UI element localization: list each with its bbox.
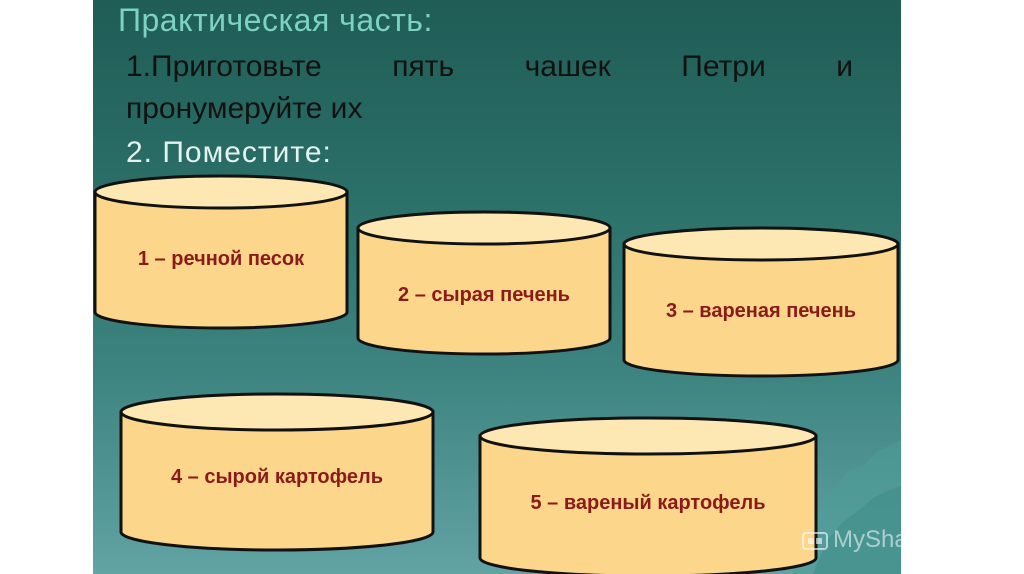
dish-label: 5 – вареный картофель <box>530 492 766 514</box>
petri-dish-shape <box>478 416 818 574</box>
step-2-text: 2. Поместите: <box>126 136 332 169</box>
petri-dish-shape <box>93 174 349 330</box>
watermark: MyShared <box>801 526 901 554</box>
petri-dish-4: 4 – сырой картофель <box>119 392 435 552</box>
slide: Практическая часть: 1.Приготовьте пять ч… <box>93 0 901 574</box>
petri-dish-shape <box>622 226 900 378</box>
petri-dish-shape <box>119 392 435 552</box>
step-1-text: 1.Приготовьте пять чашек Петри и <box>126 50 853 83</box>
myshared-logo-icon <box>802 531 828 550</box>
dish-label: 1 – речной песок <box>137 248 305 270</box>
dish-label: 2 – сырая печень <box>398 284 570 306</box>
dish-label: 4 – сырой картофель <box>170 466 384 488</box>
step-1-text-continued: пронумеруйте их <box>126 92 363 125</box>
slide-title: Практическая часть: <box>118 2 433 38</box>
petri-dish-5: 5 – вареный картофель <box>478 416 818 574</box>
petri-dish-2: 2 – сырая печень <box>356 210 612 356</box>
dish-label: 3 – вареная печень <box>665 300 857 322</box>
petri-dish-shape <box>356 210 612 356</box>
watermark-text: MyShared <box>833 526 901 553</box>
petri-dish-3: 3 – вареная печень <box>622 226 900 378</box>
petri-dish-1: 1 – речной песок <box>93 174 349 330</box>
